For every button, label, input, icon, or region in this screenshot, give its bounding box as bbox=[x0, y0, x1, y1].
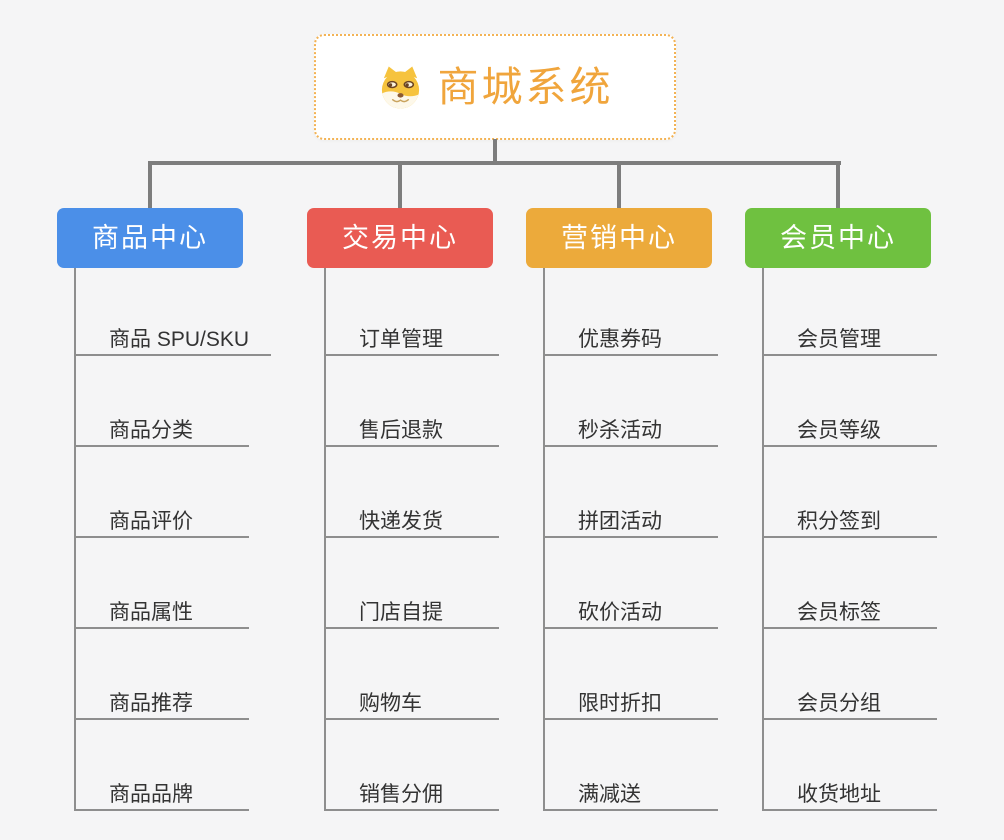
child-node[interactable]: 商品属性 bbox=[76, 538, 249, 629]
child-label: 订单管理 bbox=[359, 328, 443, 351]
child-node[interactable]: 会员管理 bbox=[764, 268, 937, 356]
branch-label: 商品中心 bbox=[92, 222, 208, 253]
child-node[interactable]: 会员分组 bbox=[764, 629, 937, 720]
child-label: 砍价活动 bbox=[578, 601, 662, 624]
child-label: 售后退款 bbox=[359, 419, 443, 442]
child-label: 商品分类 bbox=[109, 419, 193, 442]
child-label: 销售分佣 bbox=[359, 783, 443, 806]
child-node[interactable]: 积分签到 bbox=[764, 447, 937, 538]
dog-face-icon bbox=[381, 66, 419, 109]
child-node[interactable]: 门店自提 bbox=[326, 538, 499, 629]
branch-label: 交易中心 bbox=[342, 222, 458, 253]
child-label: 积分签到 bbox=[797, 510, 881, 533]
child-node[interactable]: 满减送 bbox=[545, 720, 718, 811]
child-label: 优惠券码 bbox=[578, 328, 662, 351]
child-node[interactable]: 砍价活动 bbox=[545, 538, 718, 629]
child-label: 商品推荐 bbox=[109, 692, 193, 715]
branch-children: 优惠券码 秒杀活动 拼团活动 砍价活动 限时折扣 满减送 bbox=[543, 268, 718, 811]
child-node[interactable]: 商品评价 bbox=[76, 447, 249, 538]
branch-children: 商品 SPU/SKU 商品分类 商品评价 商品属性 商品推荐 商品品牌 bbox=[74, 268, 272, 811]
child-node[interactable]: 商品品牌 bbox=[76, 720, 249, 811]
child-label: 购物车 bbox=[359, 692, 422, 715]
root-title: 商城系统 bbox=[437, 63, 614, 110]
connector-branch-drop bbox=[617, 161, 621, 210]
child-node[interactable]: 购物车 bbox=[326, 629, 499, 720]
child-node[interactable]: 快递发货 bbox=[326, 447, 499, 538]
branch-node-2[interactable]: 交易中心 bbox=[307, 208, 493, 268]
child-node[interactable]: 限时折扣 bbox=[545, 629, 718, 720]
child-node[interactable]: 销售分佣 bbox=[326, 720, 499, 811]
branch-children: 会员管理 会员等级 积分签到 会员标签 会员分组 收货地址 bbox=[762, 268, 937, 811]
child-label: 门店自提 bbox=[359, 601, 443, 624]
branch-column: 营销中心 优惠券码 秒杀活动 拼团活动 砍价活动 限时折扣 满减送 bbox=[526, 161, 718, 811]
branch-children: 订单管理 售后退款 快递发货 门店自提 购物车 销售分佣 bbox=[324, 268, 499, 811]
child-label: 拼团活动 bbox=[578, 510, 662, 533]
connector-root-stub bbox=[493, 139, 497, 163]
branch-column: 商品中心 商品 SPU/SKU 商品分类 商品评价 商品属性 商品推荐 商品品牌 bbox=[57, 161, 272, 811]
child-label: 会员等级 bbox=[797, 419, 881, 442]
root-node[interactable]: 商城系统 bbox=[314, 34, 676, 140]
child-node[interactable]: 售后退款 bbox=[326, 356, 499, 447]
connector-branch-drop bbox=[398, 161, 402, 210]
child-label: 商品评价 bbox=[109, 510, 193, 533]
child-node[interactable]: 商品推荐 bbox=[76, 629, 249, 720]
branch-node-4[interactable]: 会员中心 bbox=[745, 208, 931, 268]
branch-label: 会员中心 bbox=[780, 222, 896, 253]
child-node[interactable]: 优惠券码 bbox=[545, 268, 718, 356]
child-node[interactable]: 会员等级 bbox=[764, 356, 937, 447]
child-node[interactable]: 会员标签 bbox=[764, 538, 937, 629]
child-label: 限时折扣 bbox=[578, 692, 662, 715]
child-node[interactable]: 收货地址 bbox=[764, 720, 937, 811]
child-node[interactable]: 秒杀活动 bbox=[545, 356, 718, 447]
child-node[interactable]: 拼团活动 bbox=[545, 447, 718, 538]
branch-node-3[interactable]: 营销中心 bbox=[526, 208, 712, 268]
branch-node-1[interactable]: 商品中心 bbox=[57, 208, 243, 268]
connector-branch-drop bbox=[836, 161, 840, 210]
child-label: 商品 SPU/SKU bbox=[109, 328, 250, 351]
child-label: 收货地址 bbox=[797, 783, 881, 806]
branch-column: 交易中心 订单管理 售后退款 快递发货 门店自提 购物车 销售分佣 bbox=[307, 161, 499, 811]
connector-horizontal-bar bbox=[148, 161, 841, 165]
branch-column: 会员中心 会员管理 会员等级 积分签到 会员标签 会员分组 收货地址 bbox=[745, 161, 937, 811]
child-label: 会员标签 bbox=[797, 601, 881, 624]
connector-branch-drop bbox=[148, 161, 152, 210]
branch-label: 营销中心 bbox=[561, 222, 677, 253]
child-label: 快递发货 bbox=[359, 510, 443, 533]
child-label: 商品属性 bbox=[109, 601, 193, 624]
child-node[interactable]: 商品分类 bbox=[76, 356, 249, 447]
child-node[interactable]: 订单管理 bbox=[326, 268, 499, 356]
child-label: 会员分组 bbox=[797, 692, 881, 715]
child-label: 会员管理 bbox=[797, 328, 881, 351]
child-node[interactable]: 商品 SPU/SKU bbox=[76, 268, 272, 356]
child-label: 满减送 bbox=[578, 783, 641, 806]
child-label: 秒杀活动 bbox=[578, 419, 662, 442]
child-label: 商品品牌 bbox=[109, 783, 193, 806]
